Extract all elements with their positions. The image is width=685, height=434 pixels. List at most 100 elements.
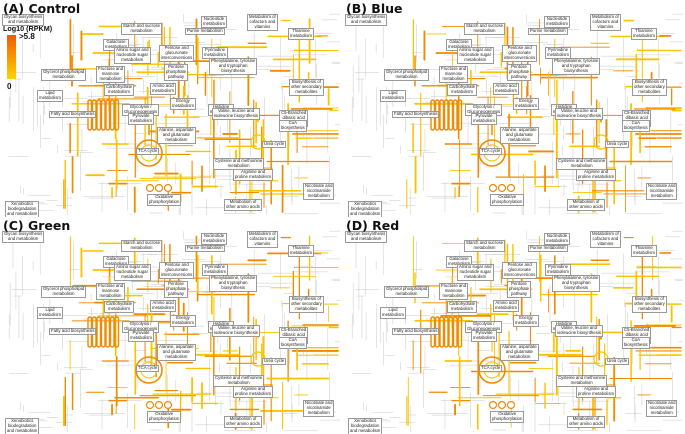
pathway-label: Nicotinate and nicotinamide metabolism: [646, 183, 678, 200]
pathway-label: Purine metabolism: [528, 245, 568, 252]
pathway-label: Pyruvate metabolism: [128, 113, 154, 125]
pathway-label: Oxidative phosphorylation: [147, 194, 182, 206]
pathway-label: Oxidative phosphorylation: [490, 411, 525, 423]
pathway-label: Energy metabolism: [170, 98, 196, 110]
pathway-label: Nicotinate and nicotinamide metabolism: [646, 400, 678, 417]
pathway-label: Pentose and glucuronate interconversions: [159, 262, 195, 279]
pathway-label: Glycerol phospholipid metabolism: [41, 286, 87, 298]
pathway-label: Nucleotide metabolism: [544, 16, 570, 28]
pathway-label: Pyruvate metabolism: [128, 330, 154, 342]
pathway-label: Thiamine metabolism: [288, 28, 314, 40]
pathway-label: Energy metabolism: [513, 315, 539, 327]
pathway-label: Amino sugar and nucleotide sugar metabol…: [114, 47, 151, 64]
pathway-label: Phenylalanine, tyrosine and tryptophan b…: [209, 58, 258, 75]
pathway-label: Pentose phosphate pathway: [164, 64, 189, 81]
pathway-label: Phenylalanine, tyrosine and tryptophan b…: [552, 58, 601, 75]
legend-max-label: >5.8: [19, 32, 35, 41]
pathway-label: Fatty acid biosynthesis: [392, 328, 440, 335]
panel-control: (A) Control Log10 (RPKM) >5.8 0 Glycan b…: [0, 0, 342, 217]
pathway-label: Starch and sucrose metabolism: [464, 240, 506, 252]
pathway-label: Carbohydrate metabolism: [104, 301, 135, 313]
pathway-label: Fructose and mannose metabolism: [96, 66, 126, 83]
pathway-label: Fructose and mannose metabolism: [96, 283, 126, 300]
pathway-label: Alanine, aspartate and glutamate metabol…: [157, 344, 196, 361]
panel-title: (C) Green: [3, 218, 71, 233]
oxidative-phosphorylation-rings: [145, 400, 173, 410]
pathway-label: TCA cycle: [479, 365, 503, 372]
pathway-label: Biosynthesis of other secondary metaboli…: [632, 79, 667, 96]
pathway-label: Pentose phosphate pathway: [507, 64, 532, 81]
pathway-label: Pyruvate metabolism: [471, 113, 497, 125]
legend-gradient-bar: [7, 35, 16, 79]
pathway-label: Urea cycle: [262, 358, 287, 365]
oxidative-phosphorylation-rings: [145, 183, 173, 193]
pathway-label: Amino acid metabolism: [493, 300, 519, 312]
pathway-label: Xenobiotics biodegradation and metabolis…: [5, 201, 40, 217]
pathway-label: Valine, leucine and isoleucine biosynthe…: [555, 108, 603, 120]
pathway-label: TCA cycle: [136, 365, 160, 372]
oxidative-phosphorylation-rings: [488, 183, 516, 193]
pathway-label: Urea cycle: [605, 141, 630, 148]
pathway-label: Starch and sucrose metabolism: [464, 23, 506, 35]
pathway-label: Purine metabolism: [185, 245, 225, 252]
pathway-label: Metabolism of cofactors and vitamins: [590, 14, 621, 31]
panel-title: (D) Red: [346, 218, 400, 233]
oxidative-phosphorylation-rings: [488, 400, 516, 410]
pathway-label: Pentose and glucuronate interconversions: [502, 45, 538, 62]
pathway-label: Biosynthesis of other secondary metaboli…: [632, 296, 667, 313]
pathway-label: Alanine, aspartate and glutamate metabol…: [157, 127, 196, 144]
pathway-label: Biosynthesis of other secondary metaboli…: [289, 79, 324, 96]
pathway-label: Alanine, aspartate and glutamate metabol…: [500, 344, 539, 361]
pathway-label: Glycan biosynthesis and metabolism: [345, 14, 388, 26]
pathway-label: Xenobiotics biodegradation and metabolis…: [348, 201, 383, 217]
legend-title: Log10 (RPKM): [3, 24, 53, 33]
pathway-label: Lipid metabolism: [37, 90, 63, 102]
legend-min-label: 0: [7, 82, 12, 91]
pathway-label: Amino acid metabolism: [493, 83, 519, 95]
pathway-label: Carbohydrate metabolism: [104, 84, 135, 96]
pathway-label: Metabolism of other amino acids: [224, 416, 262, 428]
pathway-label: CoA biosynthesis: [622, 337, 650, 349]
pathway-label: Glycerol phospholipid metabolism: [384, 286, 430, 298]
pathway-label: Xenobiotics biodegradation and metabolis…: [5, 418, 40, 434]
pathway-label: Purine metabolism: [185, 28, 225, 35]
pathway-label: Thiamine metabolism: [631, 28, 657, 40]
pathway-label: Thiamine metabolism: [288, 245, 314, 257]
pathway-label: Amino sugar and nucleotide sugar metabol…: [114, 264, 151, 281]
pathway-label: Metabolism of other amino acids: [567, 199, 605, 211]
pathway-label: Fatty acid biosynthesis: [49, 328, 97, 335]
pathway-label: Valine, leucine and isoleucine biosynthe…: [555, 325, 603, 337]
pathway-label: Starch and sucrose metabolism: [121, 23, 163, 35]
pathway-label: Pentose and glucuronate interconversions: [159, 45, 195, 62]
pathway-label: Glycan biosynthesis and metabolism: [2, 14, 45, 26]
pathway-label: Pentose phosphate pathway: [164, 281, 189, 298]
expressed-pathways: [406, 19, 682, 213]
pathway-label: Carbohydrate metabolism: [447, 84, 478, 96]
pathway-label: Energy metabolism: [513, 98, 539, 110]
panel-blue: (B) Blue Glycan biosynthesis and metabol…: [343, 0, 685, 217]
pathway-label: Amino acid metabolism: [150, 300, 176, 312]
pathway-label: Valine, leucine and isoleucine biosynthe…: [212, 108, 260, 120]
pathway-label: Biosynthesis of other secondary metaboli…: [289, 296, 324, 313]
pathway-label: Pentose phosphate pathway: [507, 281, 532, 298]
pathway-label: Pentose and glucuronate interconversions: [502, 262, 538, 279]
pathway-label: Amino sugar and nucleotide sugar metabol…: [457, 47, 494, 64]
pathway-label: Glycan biosynthesis and metabolism: [345, 231, 388, 243]
pathway-label: Energy metabolism: [170, 315, 196, 327]
pathway-label: Nucleotide metabolism: [201, 233, 227, 245]
pathway-label: CoA biosynthesis: [622, 120, 650, 132]
color-legend: Log10 (RPKM) >5.8 0: [3, 24, 63, 94]
pathway-label: CoA biosynthesis: [279, 337, 307, 349]
pathway-label: Arginine and proline metabolism: [233, 169, 274, 181]
pathway-label: Phenylalanine, tyrosine and tryptophan b…: [552, 275, 601, 292]
pathway-label: Phenylalanine, tyrosine and tryptophan b…: [209, 275, 258, 292]
pathway-label: Starch and sucrose metabolism: [121, 240, 163, 252]
pathway-label: Fructose and mannose metabolism: [439, 283, 469, 300]
pathway-label: Metabolism of cofactors and vitamins: [247, 14, 278, 31]
pathway-label: Nucleotide metabolism: [544, 233, 570, 245]
pathway-label: Urea cycle: [262, 141, 287, 148]
panel-title: (B) Blue: [346, 1, 403, 16]
pathway-label: Fructose and mannose metabolism: [439, 66, 469, 83]
pathway-label: Nucleotide metabolism: [201, 16, 227, 28]
pathway-label: Lipid metabolism: [380, 90, 406, 102]
